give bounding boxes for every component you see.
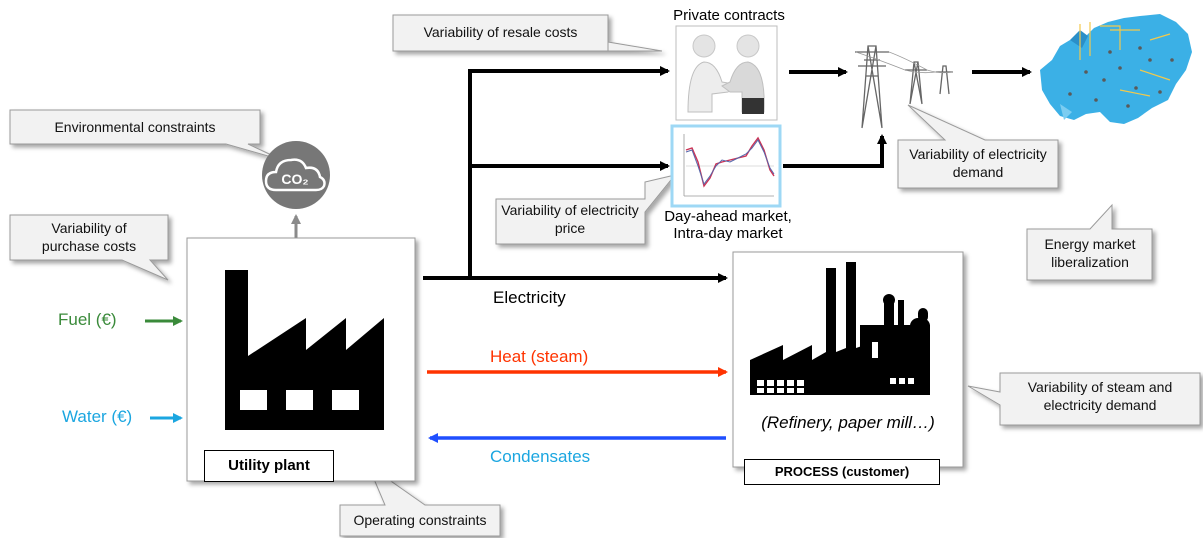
private-contracts-label: Private contracts [673, 7, 785, 24]
callout-purchase-shape [9, 214, 169, 281]
condensates-label: Condensates [490, 447, 591, 466]
co2-label: CO₂ [281, 171, 308, 187]
callout-electricity-demand: Variability of electricity demand [909, 146, 1047, 180]
callout-operating-shape [339, 463, 501, 537]
callout-environmental-shape [9, 109, 283, 161]
callout-energy-market-liberalization: Energy market liberalization [1044, 236, 1136, 270]
europe-map-icon [1033, 12, 1195, 130]
callout-resale-costs: Variability of resale costs [423, 24, 578, 40]
callout-price-shape [495, 174, 677, 245]
callout-operating-constraints: Operating constraints [353, 512, 487, 528]
heat-steam-label: Heat (steam) [490, 347, 589, 366]
markets-label: Day-ahead market, Intra-day market [664, 208, 792, 243]
callout-environmental-constraints: Environmental constraints [54, 119, 216, 135]
cloud-co2-icon [262, 141, 330, 209]
process-examples-label: (Refinery, paper mill…) [761, 413, 935, 432]
callout-demand-shape [897, 104, 1059, 189]
callout-liberalization-shape [1026, 203, 1153, 281]
refinery-icon [750, 262, 930, 395]
power-pylon-icon [855, 45, 954, 129]
water-label: Water (€) [62, 407, 133, 426]
callout-resale-shape [392, 14, 663, 52]
process-caption: PROCESS (customer) [744, 459, 940, 485]
callout-steam-electricity-demand: Variability of steam and electricity dem… [1027, 379, 1173, 413]
callout-purchase-costs: Variability of purchase costs [41, 220, 137, 254]
electricity-label: Electricity [493, 288, 566, 307]
handshake-icon [675, 25, 778, 121]
factory-icon [225, 270, 384, 430]
callout-steam-demand-shape [967, 372, 1201, 426]
utility-plant-caption: Utility plant [204, 450, 334, 482]
price-chart-icon [670, 124, 782, 208]
callout-electricity-price: Variability of electricity price [501, 202, 639, 236]
fuel-label: Fuel (€) [58, 310, 117, 329]
